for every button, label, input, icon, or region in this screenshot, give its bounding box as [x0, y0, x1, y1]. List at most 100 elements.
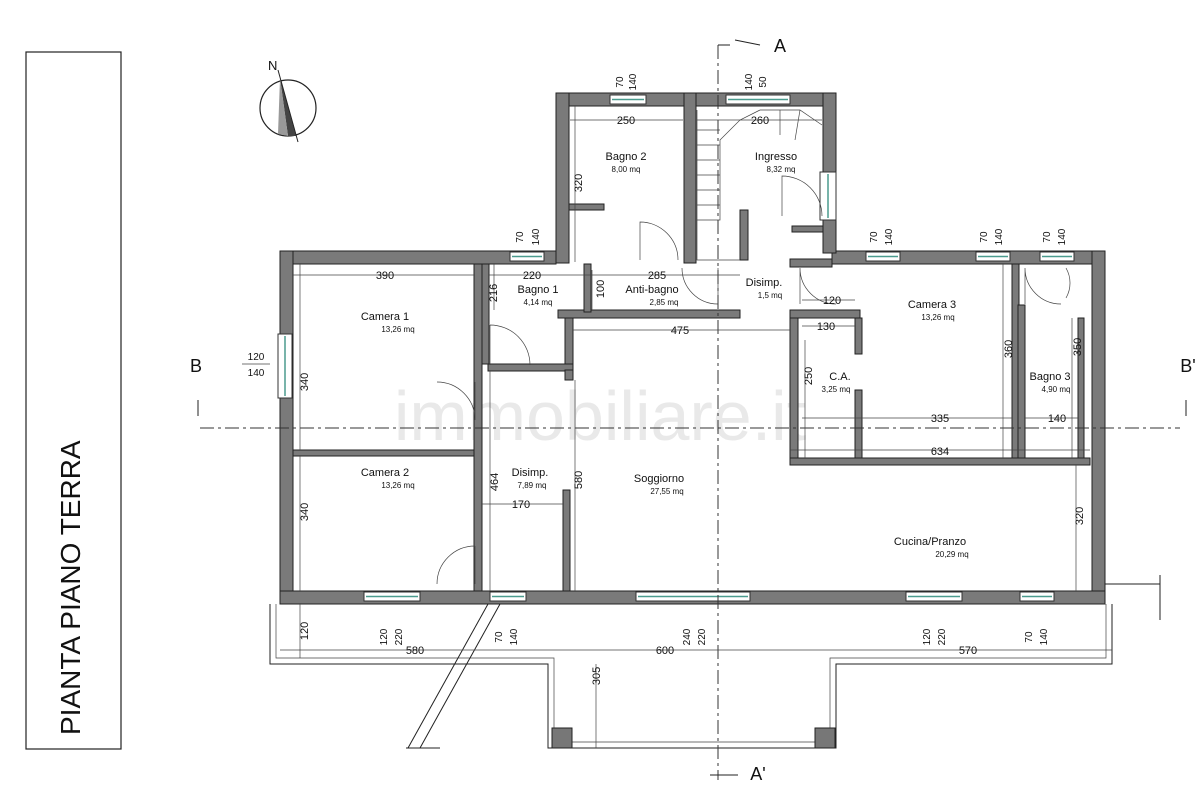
room-name: Cucina/Pranzo: [894, 536, 966, 548]
dimension-label: 350: [1072, 338, 1084, 356]
window-label: 220: [394, 628, 405, 645]
window-label: 70: [1042, 231, 1053, 243]
north-label: N: [268, 58, 277, 73]
room-area: 4,14 mq: [524, 298, 553, 307]
window-cucina-a: [905, 591, 963, 602]
room-area: 4,90 mq: [1042, 385, 1071, 394]
window-label: 140: [531, 228, 542, 245]
window-ingresso-side: [819, 171, 837, 221]
window-soggiorno: [635, 591, 751, 602]
window-labels: 70 140 140 50 70 140 70 140 70 140 70 14…: [242, 73, 1068, 645]
room-name: Ingresso: [755, 151, 797, 163]
room-name: Camera 1: [361, 311, 409, 323]
dimension-label: 250: [803, 367, 815, 385]
staircase: [696, 109, 823, 261]
dimension-label: 100: [595, 280, 607, 298]
window-label: 70: [515, 231, 526, 243]
window-label: 140: [248, 368, 265, 379]
dimension-label: 464: [489, 473, 501, 491]
window-label: 120: [379, 628, 390, 645]
room-name: Anti-bagno: [625, 284, 678, 296]
dimension-label: 580: [406, 645, 424, 657]
room-area: 8,00 mq: [612, 165, 641, 174]
window-cucina-b: [1019, 591, 1055, 602]
dimension-labels: 250 260 320 390 220 285 216 100 120 475 …: [299, 115, 1086, 685]
porch-outline: [269, 575, 1161, 749]
dimension-label: 335: [931, 413, 949, 425]
doors: [436, 175, 1071, 585]
section-b-prime-label: B': [1180, 356, 1195, 376]
watermark-text: immobiliare.it: [394, 377, 806, 455]
window-label: 140: [994, 228, 1005, 245]
dimension-label: 170: [512, 499, 530, 511]
room-area: 27,55 mq: [650, 487, 683, 496]
dimension-lines: [280, 106, 1112, 748]
room-area: 2,85 mq: [650, 298, 679, 307]
window-label: 70: [979, 231, 990, 243]
room-area: 13,26 mq: [381, 325, 414, 334]
dimension-label: 320: [573, 174, 585, 192]
windows: [277, 94, 1075, 602]
window-label: 140: [628, 73, 639, 90]
room-area: 7,89 mq: [518, 481, 547, 490]
dimension-label: 320: [1074, 507, 1086, 525]
dimension-label: 250: [617, 115, 635, 127]
room-name: Camera 3: [908, 299, 956, 311]
dimension-label: 360: [1003, 340, 1015, 358]
window-bagno2: [609, 94, 647, 105]
room-name: Disimp.: [746, 277, 783, 289]
room-name: C.A.: [829, 371, 850, 383]
window-label: 70: [869, 231, 880, 243]
dimension-label: 140: [1048, 413, 1066, 425]
room-name: Bagno 2: [606, 151, 647, 163]
window-camera2: [363, 591, 421, 602]
window-label: 140: [1057, 228, 1068, 245]
plan-title: PIANTA PIANO TERRA: [55, 440, 86, 735]
dimension-label: 220: [523, 270, 541, 282]
room-area: 1,5 mq: [758, 291, 782, 300]
window-label: 50: [758, 76, 769, 88]
room-area: 13,26 mq: [381, 481, 414, 490]
room-name: Disimp.: [512, 467, 549, 479]
room-name: Bagno 3: [1030, 371, 1071, 383]
dimension-label: 475: [671, 325, 689, 337]
section-a-label: A: [774, 36, 786, 56]
dimension-label: 390: [376, 270, 394, 282]
walls: [279, 92, 1106, 605]
window-label: 70: [1024, 631, 1035, 643]
north-compass-icon: N: [259, 58, 317, 143]
window-label: 240: [682, 628, 693, 645]
title-frame: [25, 51, 122, 750]
window-label: 70: [615, 76, 626, 88]
window-camera1-west: [277, 333, 293, 399]
window-label: 140: [1039, 628, 1050, 645]
dimension-label: 634: [931, 446, 949, 458]
room-area: 3,25 mq: [822, 385, 851, 394]
room-area: 8,32 mq: [767, 165, 796, 174]
dimension-label: 580: [573, 471, 585, 489]
room-labels: Bagno 2 8,00 mq Ingresso 8,32 mq Bagno 1…: [361, 151, 1071, 559]
window-camera3-b: [975, 251, 1011, 262]
section-b-label: B: [190, 356, 202, 376]
window-disimp: [489, 591, 527, 602]
window-label: 140: [884, 228, 895, 245]
dimension-label: 216: [488, 284, 500, 302]
room-area: 20,29 mq: [935, 550, 968, 559]
dimension-label: 600: [656, 645, 674, 657]
room-name: Soggiorno: [634, 473, 684, 485]
window-label: 120: [922, 628, 933, 645]
section-a-prime-label: A': [750, 764, 765, 784]
dimension-label: 260: [751, 115, 769, 127]
dimension-label: 130: [817, 321, 835, 333]
room-name: Camera 2: [361, 467, 409, 479]
window-label: 220: [697, 628, 708, 645]
window-label: 120: [248, 352, 265, 363]
dimension-label: 285: [648, 270, 666, 282]
window-bagno1: [509, 251, 545, 262]
window-ingresso: [725, 94, 791, 105]
dimension-label: 305: [591, 667, 603, 685]
dimension-label: 340: [299, 503, 311, 521]
dimension-label: 120: [299, 622, 311, 640]
window-label: 140: [744, 73, 755, 90]
